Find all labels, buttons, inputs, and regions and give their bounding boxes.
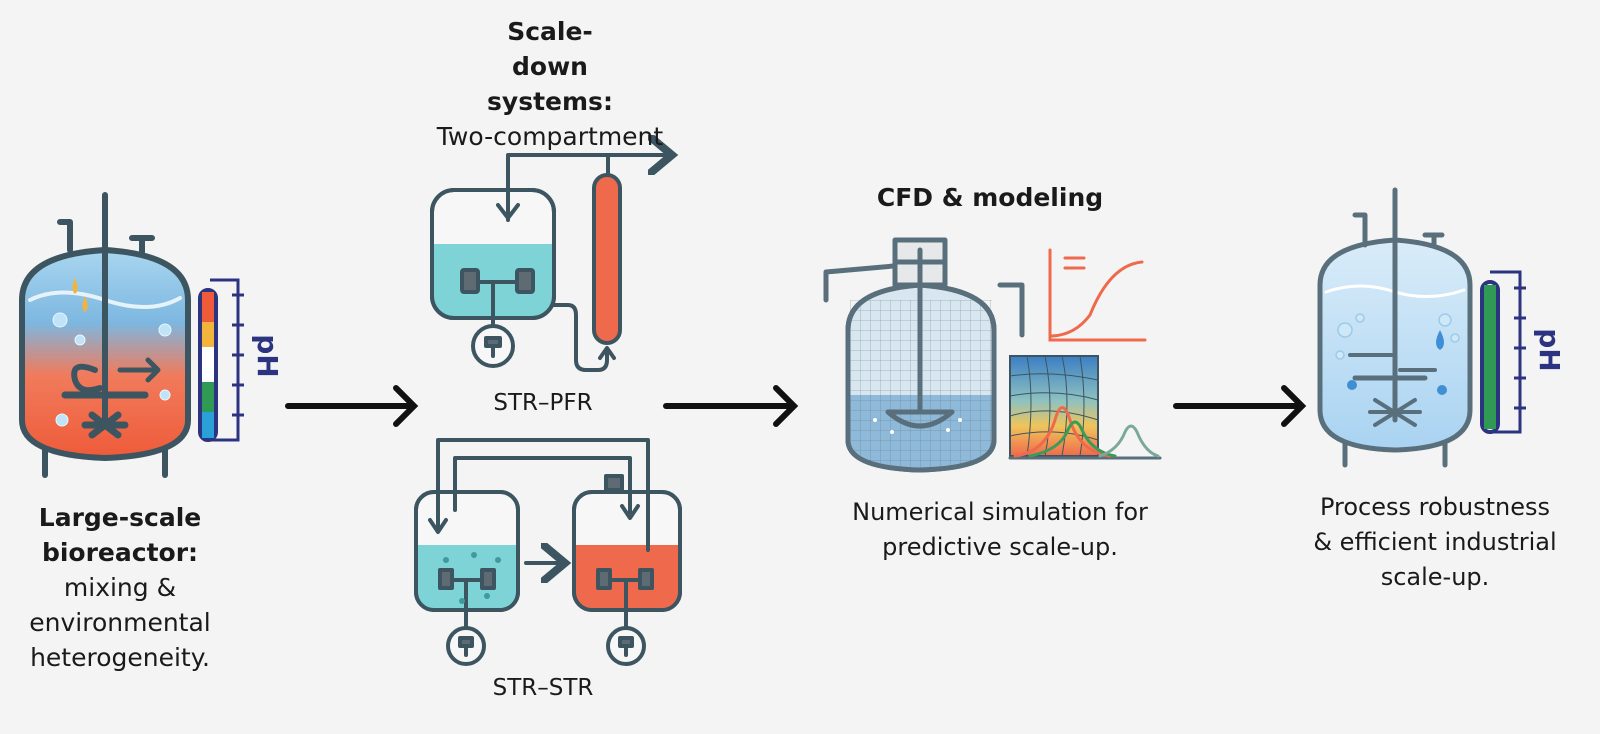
heatmap-icon xyxy=(1009,355,1099,457)
cfd-title-label: CFD & modeling xyxy=(860,180,1120,215)
str-str-system xyxy=(414,438,682,666)
str-pfr-system xyxy=(430,155,672,372)
bubble-cluster xyxy=(873,418,962,434)
droplet-icon xyxy=(72,278,88,312)
scale-down-subtitle: Two-compartment xyxy=(436,122,664,151)
large-scale-line-2: environmental xyxy=(29,608,211,637)
scale-down-title: Scale-down systems: xyxy=(487,17,613,116)
large-scale-label: Large-scale bioreactor: mixing & environ… xyxy=(20,500,220,675)
ph-label-right: pH xyxy=(1533,328,1566,371)
str-pfr-caption: STR–PFR xyxy=(493,390,592,416)
bubble-cluster xyxy=(443,552,501,604)
large-scale-title: Large-scale bioreactor: xyxy=(38,503,202,567)
ph-gauge-icon-right xyxy=(1480,270,1526,434)
droplet-icon xyxy=(1347,330,1447,395)
mesh-reactor-icon xyxy=(823,237,1025,473)
bubble-cluster xyxy=(52,312,172,427)
flow-arrow-1 xyxy=(285,385,419,427)
large-scale-line-3: heterogeneity. xyxy=(30,643,210,672)
sigmoid-plot-icon xyxy=(1048,248,1147,342)
ph-gauge-icon-left xyxy=(198,278,244,442)
uniform-bioreactor-icon xyxy=(1317,187,1473,468)
cfd-description: Numerical simulation for predictive scal… xyxy=(852,498,1148,561)
cfd-title: CFD & modeling xyxy=(876,183,1104,212)
flow-arrow-2 xyxy=(663,385,799,427)
ph-label-left: pH xyxy=(251,334,284,377)
bubble-cluster xyxy=(1335,313,1460,360)
str-str-caption: STR–STR xyxy=(493,675,594,701)
flow-arrow-3 xyxy=(1173,385,1307,427)
result-description: Process robustness & efficient industria… xyxy=(1313,493,1557,591)
large-scale-line-1: mixing & xyxy=(63,573,177,602)
large-bioreactor-icon xyxy=(19,192,191,478)
scale-down-label: Scale-down systems: Two-compartment xyxy=(420,14,680,154)
bell-curve-plot-icon xyxy=(1008,406,1162,460)
